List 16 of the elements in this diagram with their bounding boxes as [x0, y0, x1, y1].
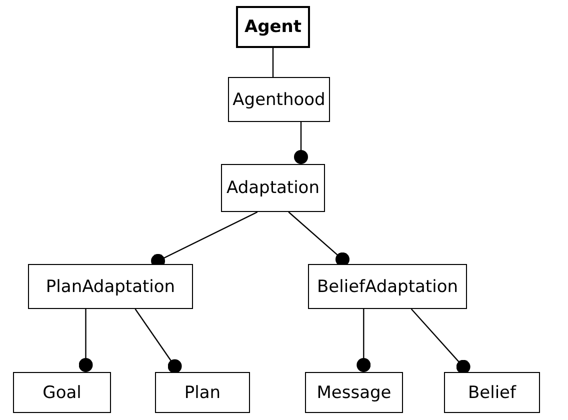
- feature-box: Message: [305, 372, 403, 413]
- feature-box: PlanAdaptation: [28, 264, 193, 309]
- mandatory-feature-connector: [288, 212, 350, 266]
- feature-box: Goal: [13, 372, 111, 413]
- root-feature-box: Agent: [236, 6, 310, 48]
- feature-box: Adaptation: [221, 164, 325, 212]
- mandatory-feature-connector: [410, 308, 470, 374]
- connector-line: [272, 48, 274, 77]
- feature-box: BeliefAdaptation: [308, 264, 467, 309]
- mandatory-feature-connector: [78, 309, 93, 372]
- feature-box: Plan: [155, 372, 250, 413]
- feature-box: Belief: [444, 372, 540, 413]
- mandatory-feature-connector: [294, 122, 308, 164]
- mandatory-feature-connector: [134, 308, 182, 374]
- feature-box: Agenthood: [228, 77, 330, 122]
- mandatory-feature-connector: [356, 309, 371, 372]
